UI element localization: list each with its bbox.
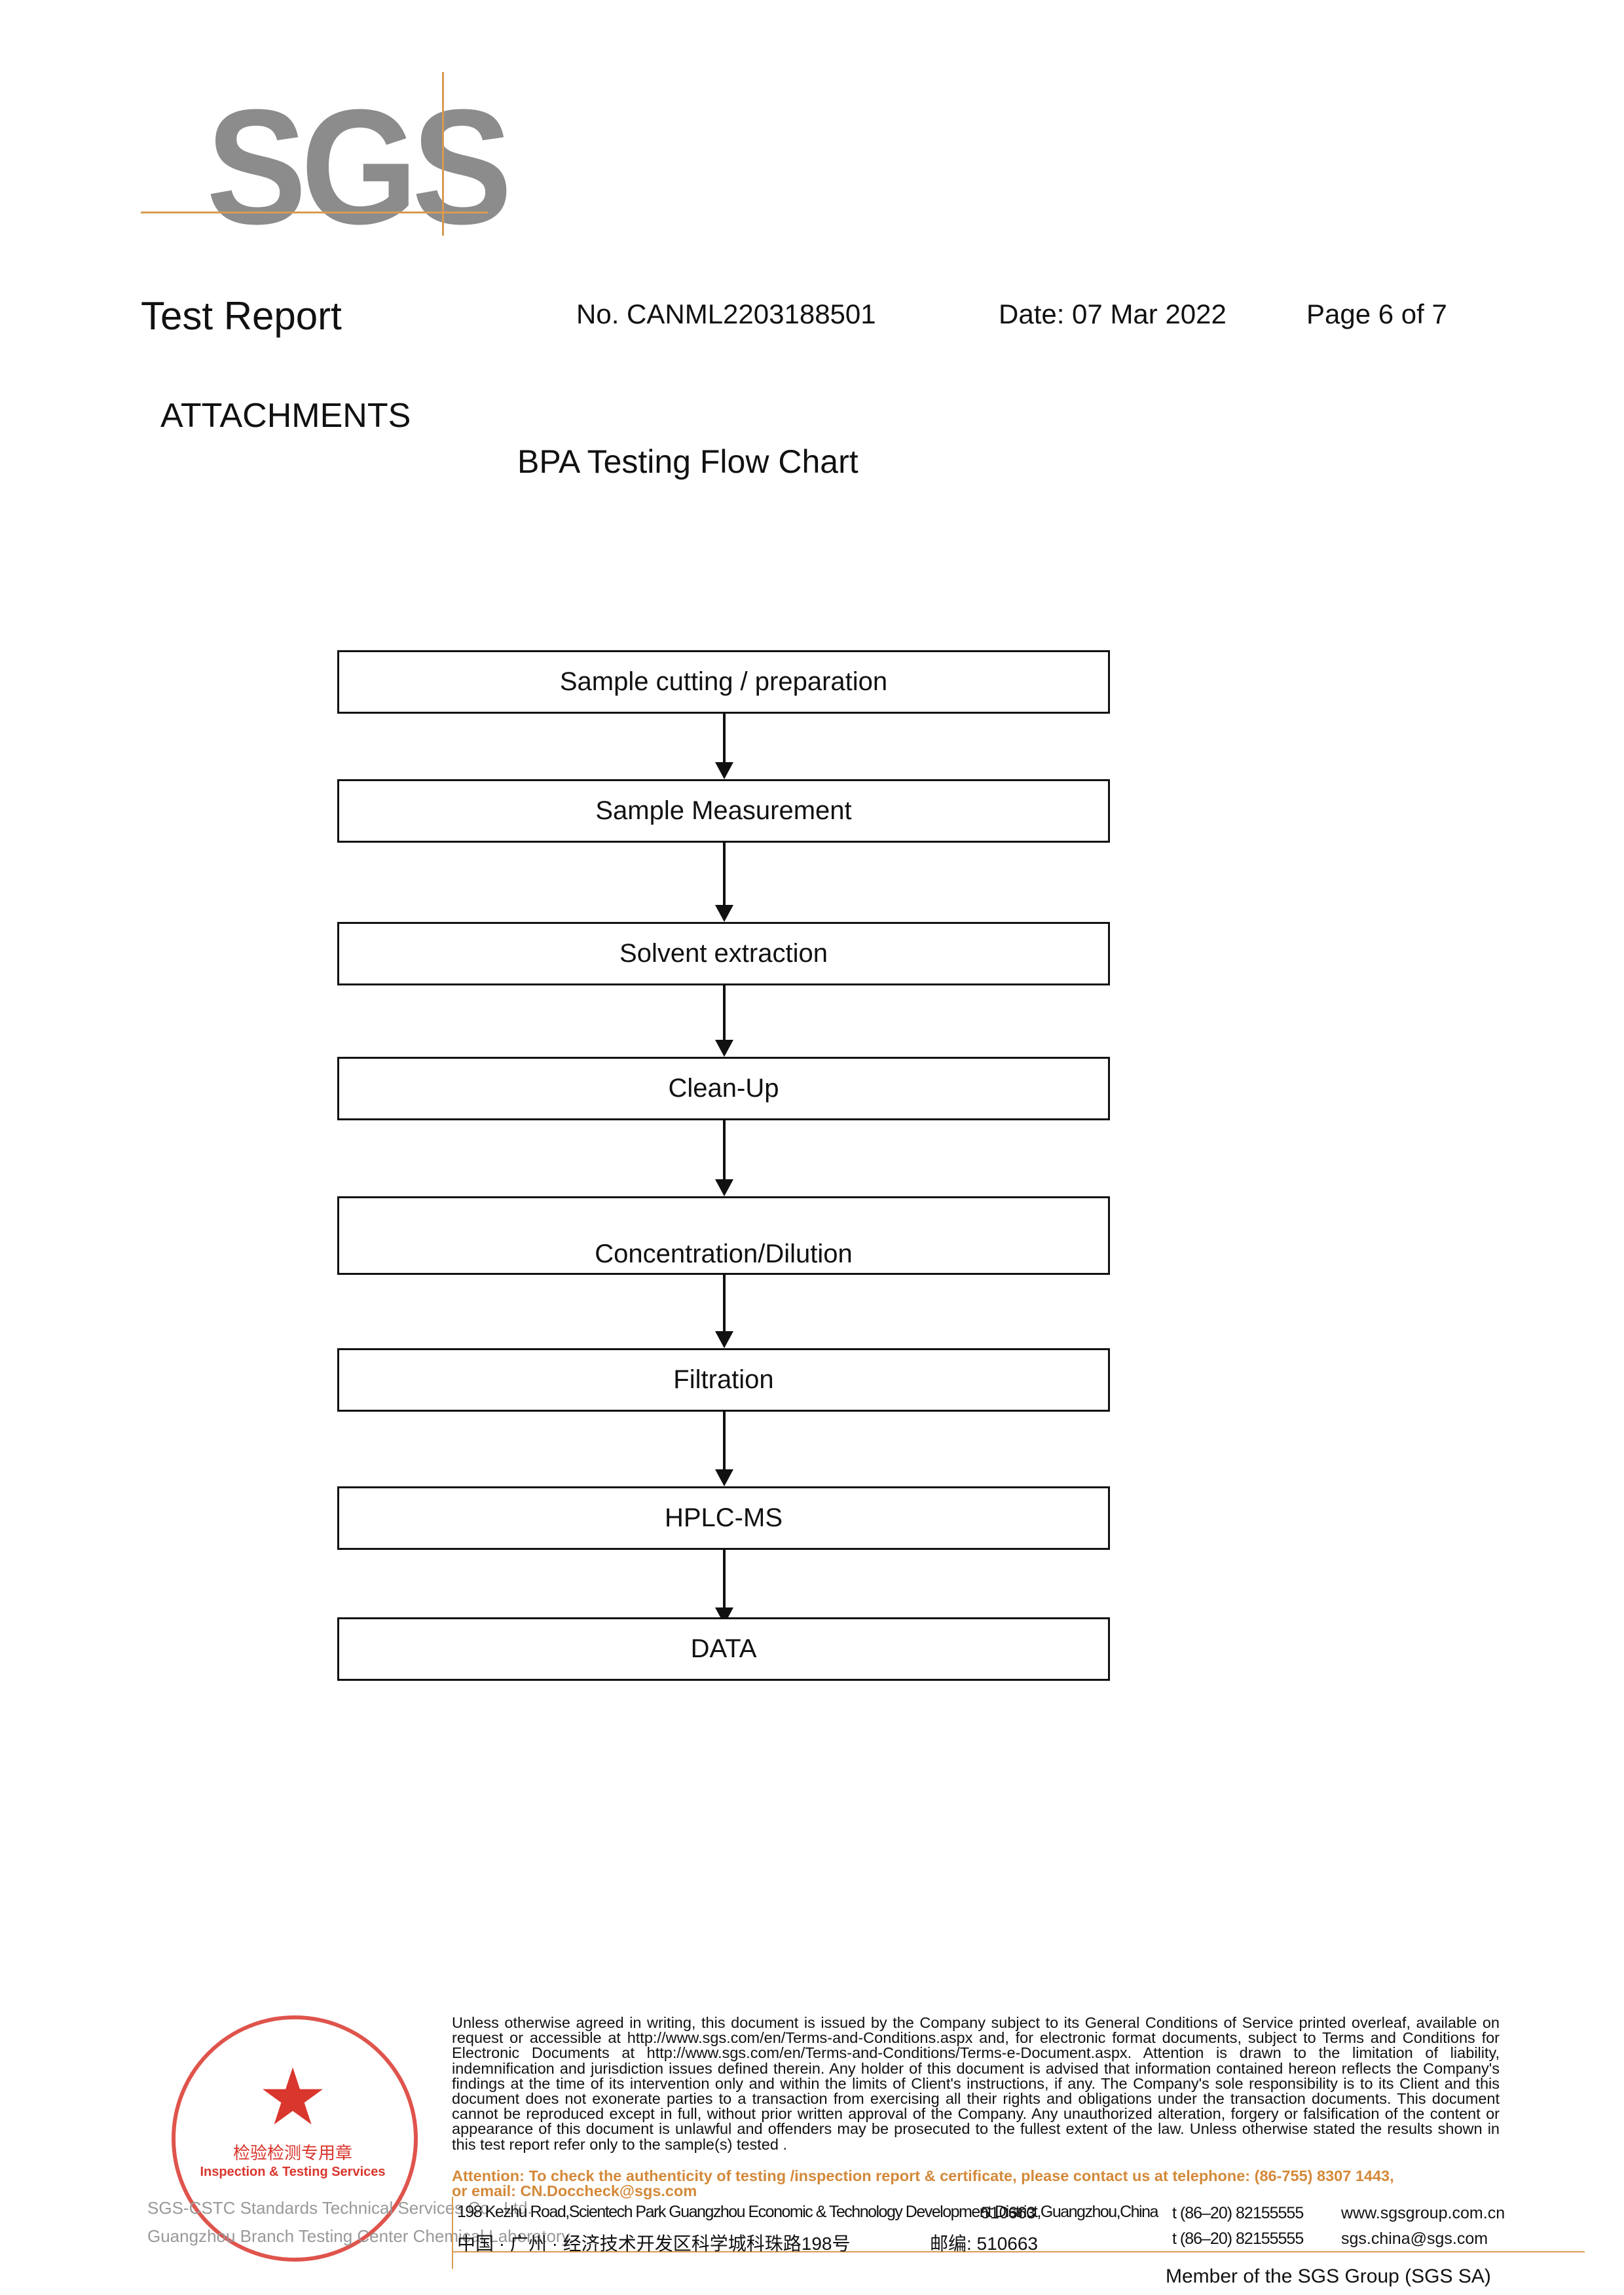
logo-text: SGS (206, 75, 512, 258)
website-link[interactable]: www.sgsgroup.com.cn (1341, 2204, 1505, 2222)
legal-disclaimer: Unless otherwise agreed in writing, this… (452, 2014, 1500, 2153)
company-name-line1: SGS-CSTC Standards Technical Services Co… (147, 2198, 532, 2218)
flow-arrow (723, 1412, 726, 1469)
footer-horizontal-rule (452, 2251, 1585, 2252)
company-seal-stamp: ★ 检验检测专用章 Inspection & Testing Services (172, 2015, 418, 2262)
flow-arrow (723, 985, 726, 1040)
authenticity-notice-line1: Attention: To check the authenticity of … (452, 2167, 1394, 2184)
authenticity-notice-line2: or email: CN.Doccheck@sgs.com (452, 2182, 697, 2199)
attachments-heading: ATTACHMENTS (160, 397, 411, 435)
flow-step-concentration-dilution: Concentration/Dilution (337, 1196, 1110, 1275)
flow-step-solvent-extraction: Solvent extraction (337, 922, 1110, 985)
stamp-english-text: Inspection & Testing Services (200, 2165, 386, 2179)
arrow-head-icon (715, 762, 733, 779)
flow-step-hplc-ms: HPLC-MS (337, 1486, 1110, 1550)
flow-arrow (723, 714, 726, 762)
flow-step-clean-up: Clean-Up (337, 1057, 1110, 1120)
stamp-chinese-text: 检验检测专用章 (232, 2143, 352, 2163)
flow-chart-title: BPA Testing Flow Chart (517, 443, 858, 480)
arrow-head-icon (715, 905, 733, 922)
flow-step-sample-cutting: Sample cutting / preparation (337, 650, 1110, 714)
flow-step-sample-measurement: Sample Measurement (337, 779, 1110, 843)
report-number: No. CANML2203188501 (576, 299, 876, 329)
report-title: Test Report (141, 294, 342, 338)
star-icon: ★ (257, 2053, 328, 2141)
arrow-head-icon (715, 1469, 733, 1486)
postcode-chinese: 邮编: 510663 (930, 2233, 1038, 2254)
footer-vertical-rule (452, 2197, 453, 2269)
page-number: Page 6 of 7 (1306, 299, 1447, 329)
arrow-head-icon (715, 1331, 733, 1348)
arrow-head-icon (715, 1179, 733, 1196)
telephone-2: t (86–20) 82155555 (1172, 2230, 1304, 2248)
flow-arrow (723, 1120, 726, 1179)
address-chinese: 中国 · 广州 · 经济技术开发区科学城科珠路198号 (457, 2233, 851, 2254)
stamp-ring (172, 2015, 418, 2262)
postcode-english: 510663 (981, 2204, 1036, 2222)
telephone-1: t (86–20) 82155555 (1172, 2204, 1304, 2222)
flow-arrow (723, 1275, 726, 1331)
report-date: Date: 07 Mar 2022 (999, 299, 1227, 329)
address-english: 198 Kezhu Road,Scientech Park Guangzhou … (457, 2203, 1158, 2221)
flow-step-filtration: Filtration (337, 1348, 1110, 1412)
email-link[interactable]: sgs.china@sgs.com (1341, 2230, 1488, 2248)
flow-step-data: DATA (337, 1617, 1110, 1681)
logo-vertical-rule (442, 72, 444, 236)
sgs-logo: SGS (141, 72, 512, 249)
arrow-head-icon (715, 1040, 733, 1057)
logo-horizontal-rule (141, 211, 488, 213)
flow-arrow (723, 1550, 726, 1607)
flow-arrow (723, 843, 726, 905)
company-name-line2: Guangzhou Branch Testing Center Chemical… (147, 2226, 574, 2246)
membership-statement: Member of the SGS Group (SGS SA) (1166, 2266, 1491, 2287)
